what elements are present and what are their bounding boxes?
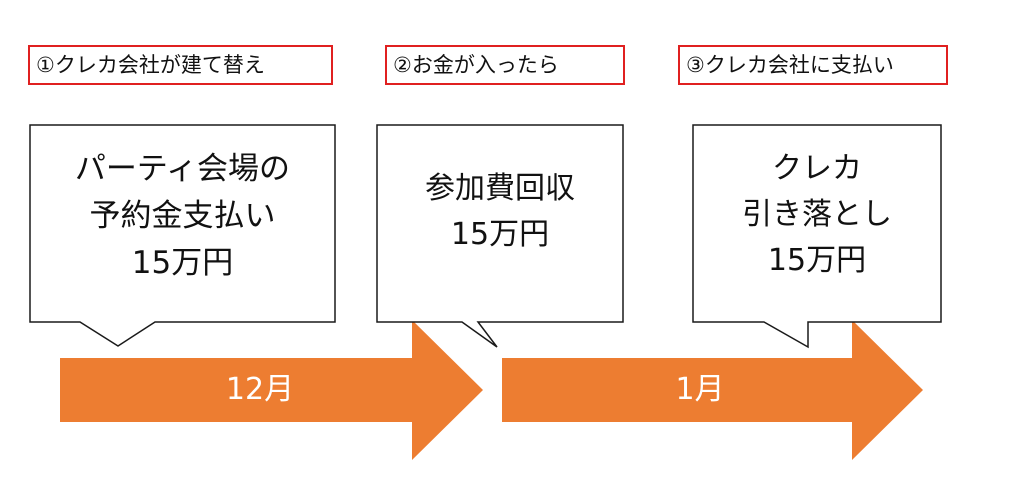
callout-1-line-3: 15万円 (131, 245, 234, 281)
month-label-january: 1月 (675, 372, 725, 407)
callout-2-line-2: 15万円 (450, 217, 550, 252)
callout-2-line-1: 参加費回収 (425, 171, 575, 206)
callout-text-1: パーティ会場の 予約金支払い 15万円 (30, 146, 335, 287)
month-label-december: 12月 (225, 372, 295, 407)
callout-box-2 (376, 124, 624, 348)
callout-3-line-1: クレカ (772, 151, 862, 186)
arrow-december (60, 320, 483, 460)
step-label-3: ③クレカ会社に支払い (678, 45, 948, 85)
callout-1-line-2: 予約金支払い (89, 198, 276, 234)
step-label-1: ①クレカ会社が建て替え (28, 45, 333, 85)
step-label-2: ②お金が入ったら (385, 45, 625, 85)
callout-3-line-2: 引き落とし (742, 197, 892, 232)
callout-box-3 (692, 124, 942, 349)
callout-text-2: 参加費回収 15万円 (377, 166, 623, 258)
arrow-january (502, 320, 923, 460)
callout-box-1 (29, 124, 336, 347)
callout-3-line-3: 15万円 (767, 243, 867, 278)
callout-1-line-1: パーティ会場の (74, 151, 291, 187)
callout-text-3: クレカ 引き落とし 15万円 (693, 146, 941, 284)
